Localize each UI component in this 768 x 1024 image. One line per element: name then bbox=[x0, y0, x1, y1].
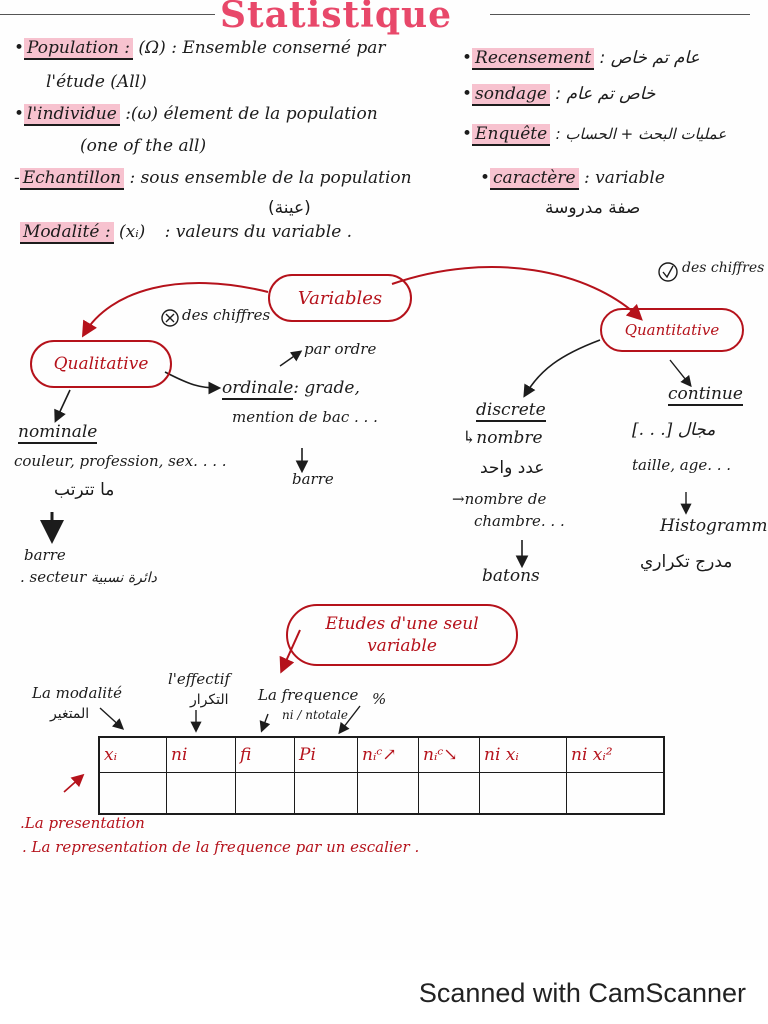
cloud-variables: Variables bbox=[268, 274, 412, 322]
ordinale-desc: mention de bac . . . bbox=[232, 408, 378, 426]
title-rule-left bbox=[0, 14, 215, 15]
table-cell bbox=[294, 772, 358, 815]
def-individue: •l'individue :(ω) élement de la populati… bbox=[14, 104, 378, 126]
label-frequence: La frequence bbox=[258, 686, 359, 704]
discrete-batons: batons bbox=[482, 566, 540, 586]
table-header-cell: nᵢᶜ↗ bbox=[357, 736, 419, 773]
table-header-cell: Pi bbox=[294, 736, 358, 773]
nominale-secteur: . secteur دائرة نسبية bbox=[20, 568, 157, 586]
def-echantillon-arabic: (عينة) bbox=[268, 198, 311, 218]
ordinale-barre: barre bbox=[292, 470, 334, 488]
def-recensement: •Recensement : عام تم خاص bbox=[462, 48, 700, 70]
table-cell bbox=[357, 772, 419, 815]
notebook-paper: Statistique •Population : (Ω) : Ensemble… bbox=[0, 0, 768, 856]
camscanner-watermark: Scanned with CamScanner bbox=[418, 978, 746, 1008]
def-caractere: •caractère : variable bbox=[480, 168, 665, 190]
table-cell bbox=[235, 772, 295, 815]
note-no-chiffres: des chiffres bbox=[182, 306, 271, 324]
cloud-qualitative: Qualitative bbox=[30, 340, 172, 388]
nominale: nominale bbox=[18, 422, 98, 444]
table-cell bbox=[479, 772, 567, 815]
table-cell bbox=[566, 772, 665, 815]
table-header-cell: nᵢᶜ↘ bbox=[418, 736, 480, 773]
def-echantillon: -Echantillon : sous ensemble de la popul… bbox=[14, 168, 412, 190]
note-representation: . La representation de la frequence par … bbox=[22, 838, 420, 856]
table-header-cell: fi bbox=[235, 736, 295, 773]
label-percent: % bbox=[372, 690, 387, 708]
statistics-table: xᵢ ni fi Pi nᵢᶜ↗ nᵢᶜ↘ ni xᵢ ni xᵢ² bbox=[98, 736, 665, 815]
table-cell bbox=[166, 772, 236, 815]
label-effectif: l'effectif bbox=[168, 670, 231, 688]
note-presentation: .La presentation bbox=[20, 814, 145, 832]
def-modalite: Modalité : (xᵢ) : valeurs du variable . bbox=[20, 222, 352, 244]
nominale-arabic: ما تترتب bbox=[54, 480, 115, 500]
label-effectif-arabic: التكرار bbox=[190, 692, 229, 708]
table-header-row: xᵢ ni fi Pi nᵢᶜ↗ nᵢᶜ↘ ni xᵢ ni xᵢ² bbox=[98, 736, 665, 773]
def-enquete: •Enquête : عمليات البحث + الحساب bbox=[462, 124, 727, 146]
table-header-cell: ni bbox=[166, 736, 236, 773]
continue-example: taille, age. . . bbox=[632, 456, 732, 474]
continue-desc: [. . .] مجال bbox=[632, 420, 716, 440]
table-header-cell: xᵢ bbox=[98, 736, 167, 773]
discrete-example2: chambre. . . bbox=[474, 512, 565, 530]
note-chiffres: des chiffres bbox=[682, 260, 765, 276]
continue-histogramme: Histogramme bbox=[660, 516, 768, 536]
table-header-cell: ni xᵢ bbox=[479, 736, 567, 773]
table-header-cell: ni xᵢ² bbox=[566, 736, 665, 773]
def-caractere-arabic: صفة مدروسة bbox=[545, 198, 641, 218]
table-cell bbox=[418, 772, 480, 815]
label-modalite: La modalité bbox=[32, 684, 122, 702]
cloud-etudes: Etudes d'une seul variable bbox=[286, 604, 518, 666]
label-freq-formula: ni / ntotale bbox=[282, 708, 348, 722]
discrete-example: →nombre de bbox=[452, 490, 547, 508]
continue-arabic: مدرج تكراري bbox=[640, 552, 733, 572]
cloud-quantitative: Quantitative bbox=[600, 308, 744, 352]
ordinale: ordinale: grade, bbox=[222, 378, 360, 400]
page-title: Statistique bbox=[220, 0, 453, 36]
def-individue-cont: (one of the all) bbox=[80, 136, 207, 156]
table-cell bbox=[98, 772, 167, 815]
discrete-desc: ↳nombre bbox=[462, 428, 543, 448]
par-ordre: par ordre bbox=[304, 340, 377, 358]
title-rule-right bbox=[490, 14, 750, 15]
discrete-arabic: عدد واحد bbox=[480, 458, 545, 478]
continue: continue bbox=[668, 384, 743, 406]
table-row bbox=[98, 772, 665, 815]
def-population: •Population : (Ω) : Ensemble conserné pa… bbox=[14, 38, 386, 60]
nominale-barre: barre bbox=[24, 546, 66, 564]
def-population-cont: l'étude (All) bbox=[46, 72, 147, 92]
label-modalite-arabic: المتغير bbox=[50, 706, 90, 722]
discrete: discrete bbox=[476, 400, 546, 422]
def-sondage: •sondage : خاص تم عام bbox=[462, 84, 656, 106]
nominale-desc: couleur, profession, sex. . . . bbox=[14, 452, 227, 470]
